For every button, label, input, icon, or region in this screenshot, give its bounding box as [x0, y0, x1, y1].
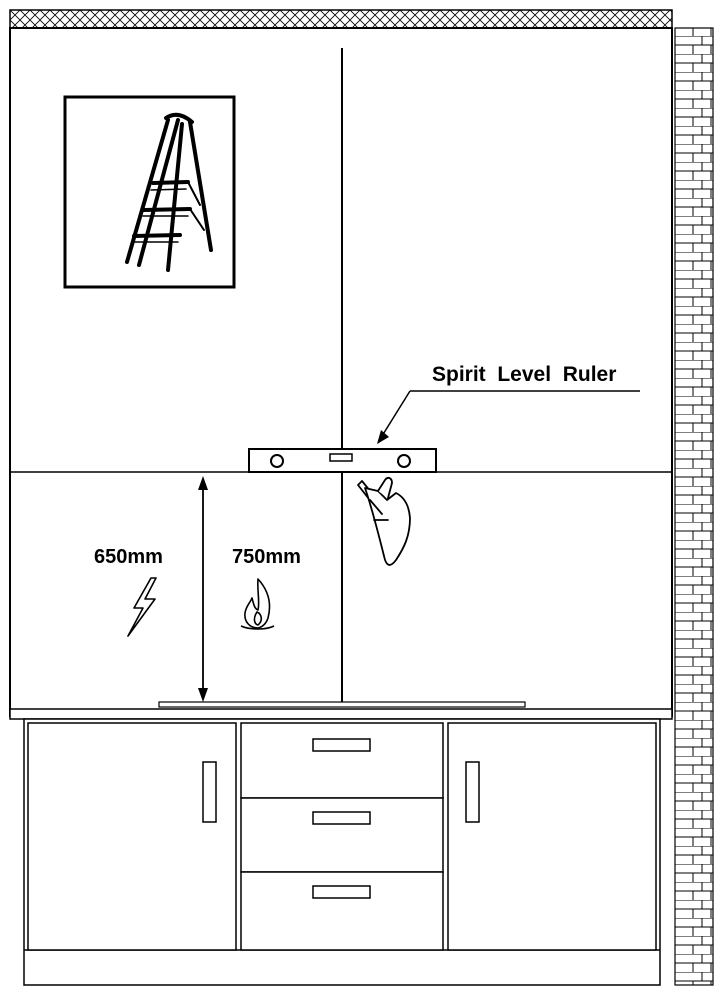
spirit-level-label: Spirit Level Ruler	[432, 363, 616, 386]
drawer-bottom	[240, 871, 444, 951]
drawer-top	[240, 722, 444, 799]
hand-with-pencil-icon	[357, 476, 411, 566]
step-ladder-icon	[125, 112, 213, 272]
left-door-handle	[202, 761, 217, 823]
lightning-bolt-icon	[127, 577, 157, 637]
height-dimension-arrow	[198, 476, 208, 702]
base-cabinets	[23, 718, 661, 986]
ladder-picture	[63, 95, 236, 289]
left-cabinet-door	[27, 722, 237, 951]
flame-icon	[240, 578, 275, 630]
hob-plate	[158, 701, 526, 708]
right-cabinet-door	[447, 722, 657, 951]
drawer-middle-handle	[312, 811, 371, 825]
spirit-level-ruler	[248, 448, 437, 473]
drawer-middle	[240, 797, 444, 873]
callout-arrowhead	[377, 430, 389, 444]
drawer-bottom-handle	[312, 885, 371, 899]
drawer-top-handle	[312, 738, 371, 752]
right-door-handle	[465, 761, 480, 823]
electric-hob-height-label: 650mm	[94, 546, 163, 568]
countertop	[9, 708, 673, 720]
brick-wall	[674, 27, 714, 986]
gas-hob-height-label: 750mm	[232, 546, 301, 568]
callout-arrow-line	[381, 390, 411, 437]
ceiling-hatch	[9, 9, 673, 29]
